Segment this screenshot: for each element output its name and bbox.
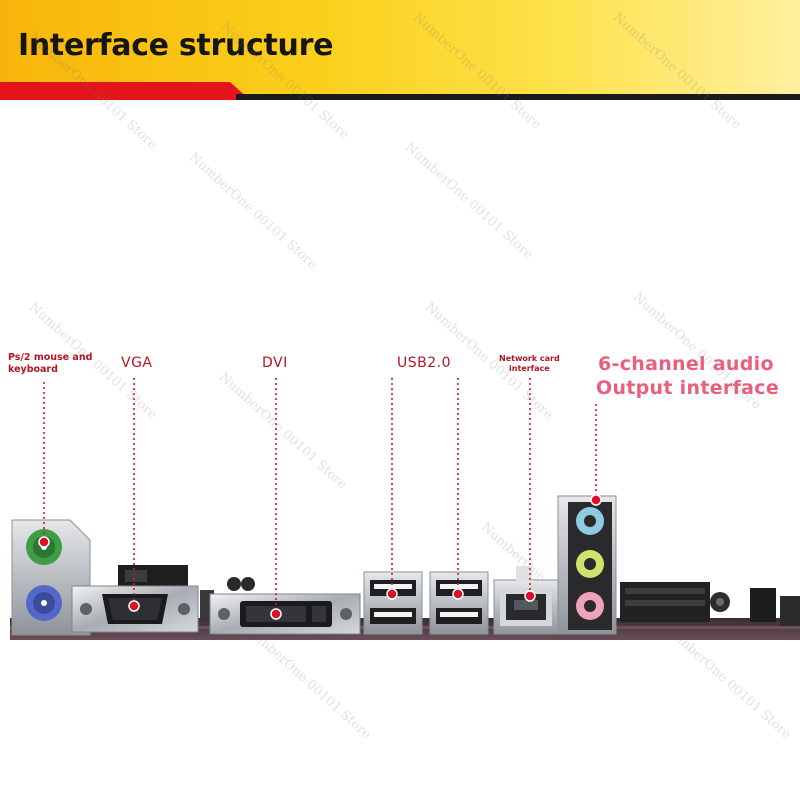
marker-dot — [524, 590, 536, 602]
banner-dark-stripe — [236, 94, 800, 100]
label-audio-line1: 6-channel audio — [598, 353, 774, 375]
label-network: Network card interface — [499, 354, 560, 374]
label-vga: VGA — [121, 355, 153, 371]
marker-dot — [38, 536, 50, 548]
label-ps2-line2: keyboard — [8, 364, 58, 375]
usb-port-stack-2 — [429, 571, 489, 635]
label-usb: USB2.0 — [397, 355, 452, 371]
ps2-port-stack — [11, 519, 91, 636]
label-audio: 6-channel audio Output interface — [596, 352, 779, 400]
header-banner: Interface structure — [0, 0, 800, 100]
callout-markers — [38, 494, 602, 620]
label-network-line2: interface — [509, 364, 550, 373]
label-ps2-line1: Ps/2 mouse and — [8, 352, 93, 363]
label-dvi: DVI — [262, 355, 288, 371]
marker-dot — [452, 588, 464, 600]
marker-dot — [386, 588, 398, 600]
banner-red-stripe — [0, 82, 250, 100]
marker-dot — [270, 608, 282, 620]
callout-leader-lines — [43, 378, 597, 614]
marker-dot — [128, 600, 140, 612]
network-port — [493, 566, 559, 635]
audio-jack-stack — [557, 495, 617, 635]
dvi-port — [209, 593, 361, 635]
usb-port-stack-1 — [363, 571, 423, 635]
page-title: Interface structure — [18, 28, 334, 63]
label-ps2: Ps/2 mouse and keyboard — [8, 352, 92, 376]
marker-dot — [590, 494, 602, 506]
label-audio-line2: Output interface — [596, 377, 779, 399]
label-network-line1: Network card — [499, 354, 560, 363]
